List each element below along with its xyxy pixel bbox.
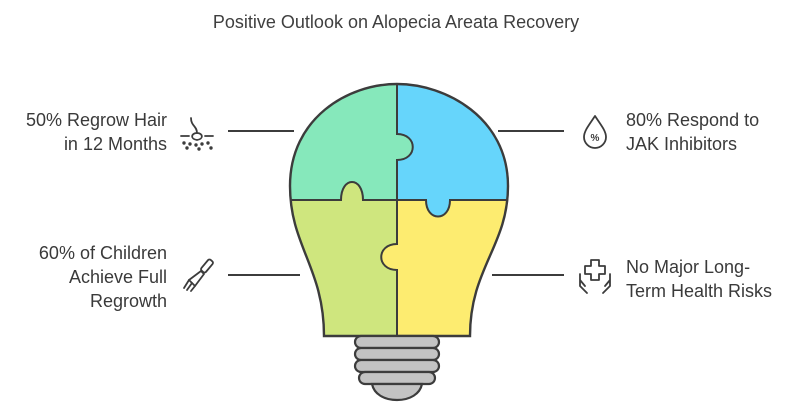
- label-line: 80% Respond to: [626, 110, 760, 130]
- connector-line: [492, 274, 564, 276]
- percent-drop-icon: %: [575, 112, 615, 152]
- puzzle-piece-blue: [397, 84, 508, 217]
- puzzle-piece-yellow: [381, 200, 508, 336]
- puzzle-piece-green: [290, 84, 413, 200]
- label-line: No Major Long-: [626, 257, 751, 277]
- svg-text:%: %: [591, 133, 600, 144]
- label-health-risks: No Major Long- Term Health Risks: [626, 255, 772, 303]
- label-line: 60% of Children: [38, 243, 167, 263]
- lightbulb-puzzle: [288, 82, 510, 402]
- label-hair-regrowth: 50% Regrow Hair in 12 Months: [26, 108, 167, 156]
- label-children-regrowth: 60% of Children Achieve Full Regrowth: [39, 241, 167, 313]
- label-line: 50% Regrow Hair: [25, 110, 167, 130]
- connector-line: [228, 274, 300, 276]
- label-line: JAK Inhibitors: [626, 134, 738, 154]
- health-hands-icon: [575, 256, 615, 296]
- label-jak-response: 80% Respond to JAK Inhibitors: [626, 108, 759, 156]
- hair-follicle-icon: [177, 112, 217, 152]
- label-line: Term Health Risks: [626, 281, 773, 301]
- puzzle-piece-lime: [290, 182, 397, 336]
- label-line: Achieve Full: [68, 267, 167, 287]
- diagram-title: Positive Outlook on Alopecia Areata Reco…: [212, 12, 580, 32]
- connector-line: [498, 130, 564, 132]
- label-line: in 12 Months: [63, 134, 167, 154]
- label-line: Regrowth: [89, 291, 167, 311]
- brush-icon: [179, 254, 219, 294]
- connector-line: [228, 130, 294, 132]
- bulb-base: [353, 334, 441, 402]
